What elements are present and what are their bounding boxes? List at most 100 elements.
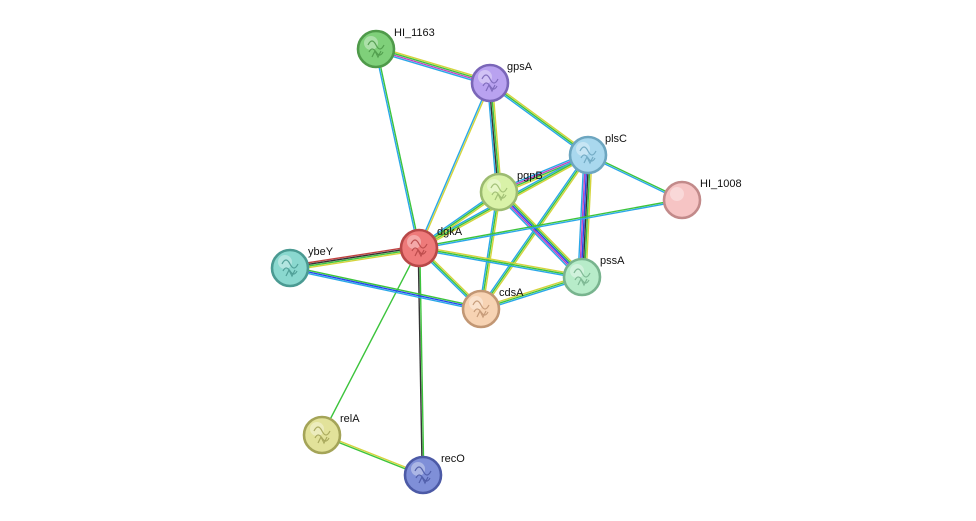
edge-evidence-line <box>496 193 581 280</box>
node-dgkA[interactable]: dgkA <box>399 226 463 268</box>
edge-HI_1163-dgkA[interactable] <box>374 48 421 249</box>
node-layer: HI_1163 gpsA plsC HI_1008 pgpB dgkA ybeY pssA cd… <box>270 27 742 495</box>
node-plsC[interactable]: plsC <box>568 133 627 175</box>
edge-evidence-line <box>418 247 583 278</box>
protein-structure-icon <box>414 466 432 485</box>
edge-pgpB-pssA[interactable] <box>496 189 585 280</box>
node-label: recO <box>441 453 465 465</box>
node-label: gpsA <box>507 61 533 73</box>
edge-evidence-line <box>321 247 420 436</box>
node-circle[interactable] <box>302 415 342 455</box>
edge-evidence-line <box>419 200 683 250</box>
edge-evidence-line <box>290 265 482 309</box>
node-highlight <box>278 255 292 269</box>
node-gpsA[interactable]: gpsA <box>470 61 533 103</box>
node-highlight <box>364 36 378 50</box>
node-circle[interactable] <box>461 289 501 329</box>
node-circle[interactable] <box>270 248 310 288</box>
edge-evidence-line <box>478 191 499 309</box>
edge-evidence-line <box>375 49 490 85</box>
edge-evidence-line <box>577 154 585 277</box>
node-highlight <box>576 142 590 156</box>
node-highlight <box>310 422 324 436</box>
edge-evidence-line <box>417 248 423 476</box>
edge-evidence-line <box>289 268 481 312</box>
edge-evidence-line <box>580 154 588 277</box>
node-ybeY[interactable]: ybeY <box>270 246 334 288</box>
edge-evidence-line <box>289 244 419 267</box>
node-label: pgpB <box>517 170 543 182</box>
protein-structure-icon <box>410 239 428 258</box>
node-pssA[interactable]: pssA <box>562 255 625 297</box>
node-label: HI_1008 <box>700 178 742 190</box>
edge-evidence-line <box>418 198 682 248</box>
node-label: pssA <box>600 255 625 267</box>
node-relA[interactable]: relA <box>302 413 360 455</box>
edge-evidence-line <box>290 249 420 272</box>
edge-evidence-line <box>375 50 490 86</box>
protein-structure-icon <box>579 146 597 165</box>
node-highlight <box>670 187 684 201</box>
node-highlight <box>478 70 492 84</box>
node-highlight <box>411 462 425 476</box>
node-circle[interactable] <box>662 180 702 220</box>
node-circle[interactable] <box>399 228 439 268</box>
edge-gpsA-dgkA[interactable] <box>417 82 492 249</box>
edge-evidence-line <box>289 267 482 310</box>
edge-evidence-line <box>498 191 583 278</box>
edge-evidence-line <box>418 248 582 280</box>
node-recO[interactable]: recO <box>403 453 465 495</box>
edge-evidence-line <box>497 192 582 279</box>
node-circle[interactable] <box>568 135 608 175</box>
edge-evidence-line <box>290 248 420 270</box>
protein-structure-icon <box>481 74 499 93</box>
edge-evidence-line <box>417 82 490 248</box>
edge-evidence-line <box>578 154 587 277</box>
edge-dgkA-ybeY[interactable] <box>289 244 420 272</box>
edge-pgpB-cdsA[interactable] <box>478 191 502 310</box>
edge-dgkA-HI_1008[interactable] <box>418 198 683 250</box>
node-label: plsC <box>605 133 627 145</box>
edge-evidence-line <box>419 83 492 249</box>
edge-evidence-line <box>419 245 583 277</box>
protein-structure-icon <box>573 268 591 287</box>
node-highlight <box>570 264 584 278</box>
node-circle[interactable] <box>470 63 510 103</box>
edge-HI_1163-gpsA[interactable] <box>375 46 491 86</box>
edge-evidence-line <box>289 246 419 268</box>
edge-dgkA-relA[interactable] <box>321 247 420 436</box>
edge-evidence-line <box>376 46 491 82</box>
node-pgpB[interactable]: pgpB <box>479 170 543 212</box>
node-highlight <box>469 296 483 310</box>
edge-evidence-line <box>499 190 584 277</box>
protein-structure-icon <box>490 183 508 202</box>
edge-gpsA-plsC[interactable] <box>488 81 590 157</box>
edge-evidence-line <box>419 247 425 475</box>
node-cdsA[interactable]: cdsA <box>461 287 524 329</box>
edge-dgkA-recO[interactable] <box>417 247 425 476</box>
node-label: HI_1163 <box>394 27 435 39</box>
edge-ybeY-cdsA[interactable] <box>289 265 482 312</box>
protein-structure-icon <box>367 40 385 59</box>
edge-evidence-line <box>500 189 585 276</box>
edge-evidence-line <box>374 49 419 249</box>
node-HI_1008[interactable]: HI_1008 <box>662 178 742 220</box>
node-circle[interactable] <box>562 257 602 297</box>
protein-structure-icon <box>472 300 490 319</box>
node-label: cdsA <box>499 287 524 299</box>
node-HI_1163[interactable]: HI_1163 <box>356 27 435 69</box>
protein-structure-icon <box>313 426 331 445</box>
node-circle[interactable] <box>356 29 396 69</box>
edge-evidence-line <box>490 81 590 155</box>
edge-evidence-line <box>376 48 421 248</box>
node-label: relA <box>340 413 360 425</box>
node-circle[interactable] <box>403 455 443 495</box>
edge-evidence-line <box>489 82 589 156</box>
edge-evidence-line <box>488 83 588 157</box>
edge-evidence-line <box>376 47 491 83</box>
node-highlight <box>407 235 421 249</box>
protein-structure-icon <box>281 259 299 278</box>
edge-dgkA-pssA[interactable] <box>418 245 583 280</box>
node-circle[interactable] <box>479 172 519 212</box>
